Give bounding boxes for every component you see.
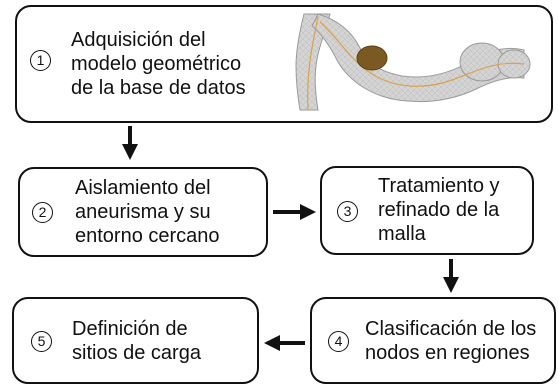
step-1-line-2: modelo geométrico: [71, 53, 242, 75]
step-4-label: Clasificación de los nodos en regiones: [365, 317, 536, 365]
step-4-box: [310, 297, 556, 384]
step-5-number: 5: [31, 331, 52, 352]
arrow-4-to-5: [264, 335, 305, 351]
step-2-line-1: Aislamiento del: [75, 177, 211, 199]
step-3-number: 3: [337, 201, 358, 222]
arrow-1-to-2: [122, 126, 138, 160]
step-3-label: Tratamiento y refinado de la malla: [378, 174, 500, 246]
step-4-line-2: nodos en regiones: [365, 342, 530, 364]
step-2-label: Aislamiento del aneurisma y su entorno c…: [75, 176, 220, 248]
step-5-box: [12, 297, 259, 384]
step-1-label: Adquisición del modelo geométrico de la …: [71, 28, 246, 100]
step-5-label: Definición de sitios de carga: [72, 317, 201, 365]
aneurysm-shape: [356, 45, 388, 71]
step-1-line-3: de la base de datos: [71, 77, 246, 99]
step-2-number: 2: [32, 202, 53, 223]
step-2-line-2: aneurisma y su: [75, 201, 211, 223]
step-3-line-1: Tratamiento y: [378, 175, 500, 197]
step-3-line-2: refinado de la: [378, 199, 500, 221]
step-2-line-3: entorno cercano: [75, 225, 220, 247]
step-2-box: [18, 167, 268, 257]
step-4-number: 4: [328, 331, 349, 352]
step-5-line-1: Definición de: [72, 318, 188, 340]
step-5-line-2: sitios de carga: [72, 342, 201, 364]
step-3-line-3: malla: [378, 223, 426, 245]
step-4-line-1: Clasificación de los: [365, 318, 537, 340]
step-1-number: 1: [30, 50, 51, 71]
arrow-2-to-3: [273, 204, 316, 220]
vessel-mesh-group: [295, 13, 531, 111]
step-1-line-1: Adquisición del: [71, 29, 206, 51]
arrow-3-to-4: [443, 259, 459, 293]
